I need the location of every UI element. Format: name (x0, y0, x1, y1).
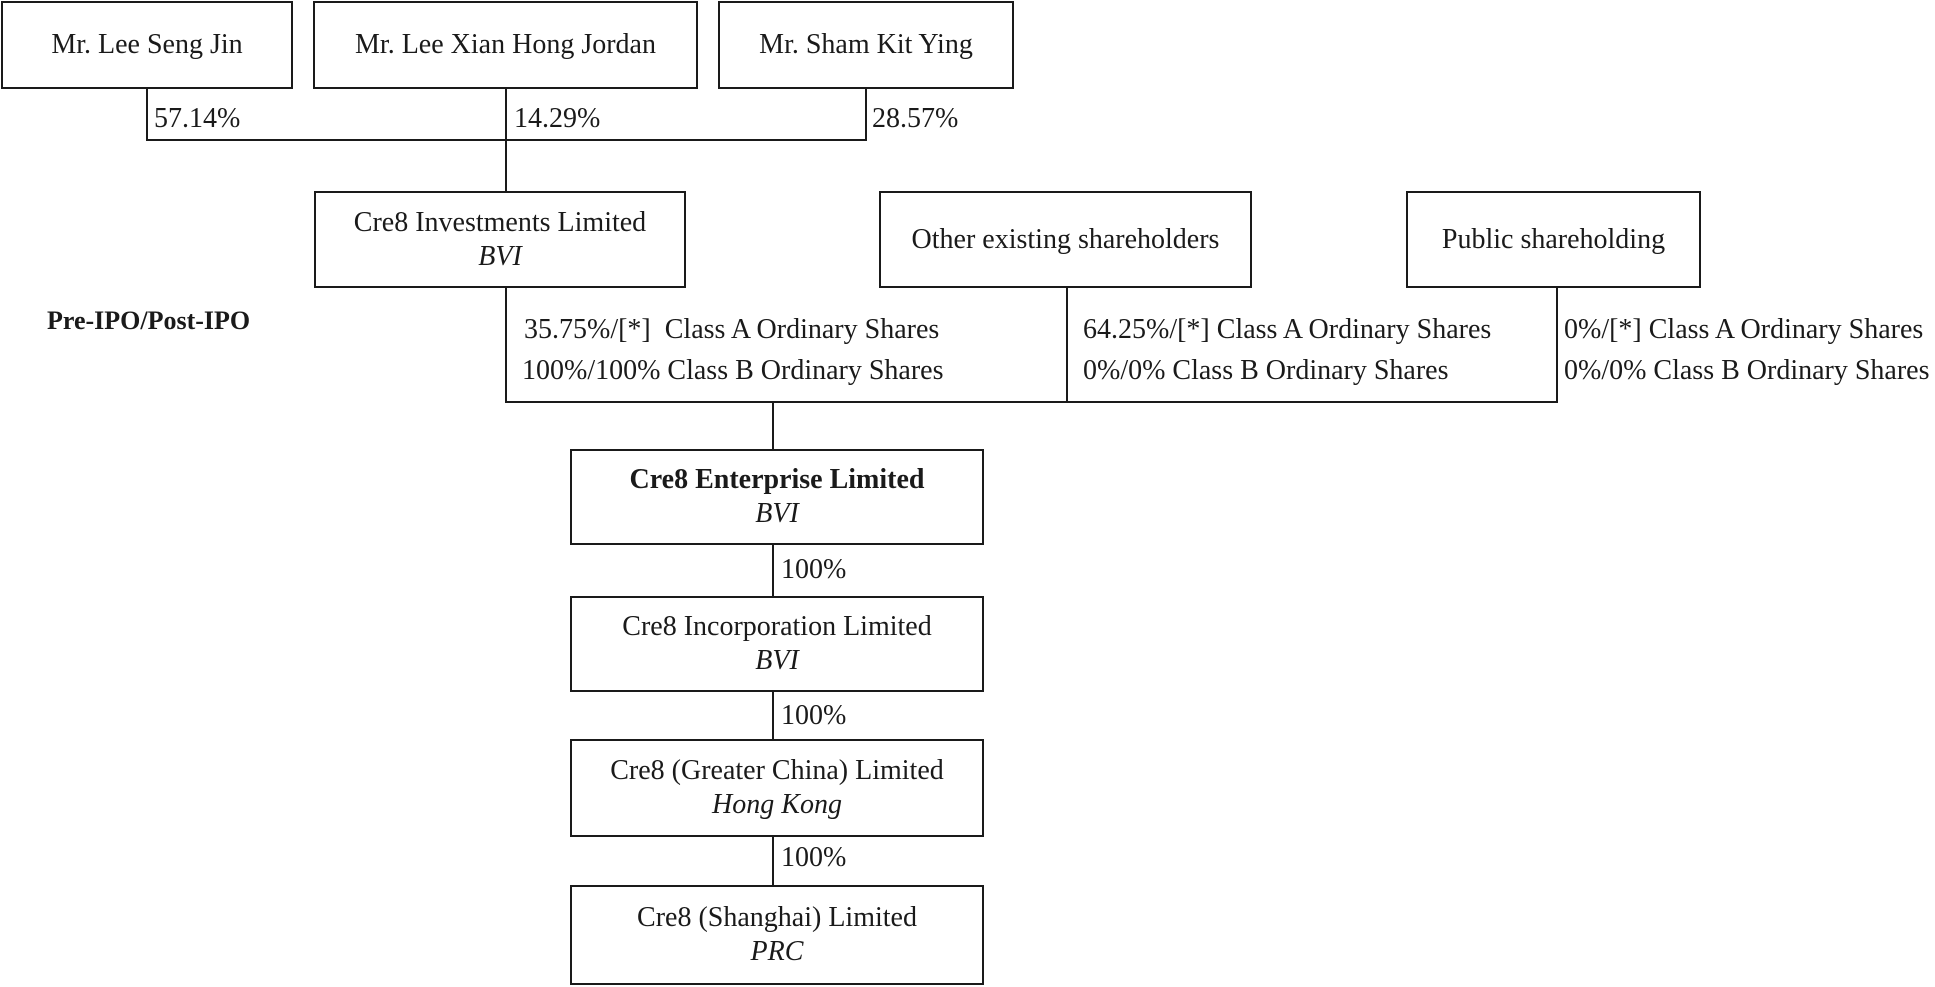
holding-class-b-public: 0%/0% Class B Ordinary Shares (1564, 355, 1930, 386)
entity-name: Cre8 Investments Limited (353, 206, 647, 238)
entity-name: Cre8 (Greater China) Limited (610, 755, 944, 786)
ownership-percent-sham-kit-ying: 28.57% (872, 103, 959, 134)
shareholder-box-lee-xian-hong-jordan: Mr. Lee Xian Hong Jordan (313, 1, 698, 89)
connector-line (865, 88, 867, 141)
shareholder-box-lee-seng-jin: Mr. Lee Seng Jin (1, 1, 293, 89)
connector-line (1556, 287, 1558, 403)
connector-line (1066, 287, 1068, 403)
entity-name: Cre8 Incorporation Limited (622, 611, 932, 642)
period-label: Pre-IPO/Post-IPO (47, 306, 251, 335)
connector-line (772, 836, 774, 886)
connector-line (505, 401, 1558, 403)
shareholder-name: Mr. Lee Seng Jin (51, 29, 243, 60)
entity-box-public-shareholding: Public shareholding (1406, 191, 1701, 288)
connector-line (772, 691, 774, 741)
ownership-percent-lee-seng-jin: 57.14% (154, 103, 241, 134)
holding-class-b-investments: 100%/100% Class B Ordinary Shares (522, 355, 944, 386)
connector-line (772, 401, 774, 451)
ownership-percent-shanghai: 100% (781, 842, 847, 873)
entity-jurisdiction: BVI (755, 645, 799, 676)
ownership-percent-greater-china: 100% (781, 700, 847, 731)
entity-jurisdiction: PRC (750, 936, 804, 967)
entity-jurisdiction: BVI (755, 498, 799, 529)
holding-class-b-other: 0%/0% Class B Ordinary Shares (1083, 355, 1449, 386)
holding-class-a-public: 0%/[*] Class A Ordinary Shares (1564, 314, 1924, 345)
entity-box-cre8-enterprise: Cre8 Enterprise Limited BVI (570, 449, 984, 545)
entity-box-cre8-investments: Cre8 Investments Limited BVI (314, 191, 686, 288)
connector-line (505, 287, 507, 403)
entity-box-cre8-incorporation: Cre8 Incorporation Limited BVI (570, 596, 984, 692)
shareholder-box-sham-kit-ying: Mr. Sham Kit Ying (718, 1, 1014, 89)
entity-box-other-existing-shareholders: Other existing shareholders (879, 191, 1252, 288)
connector-line (146, 88, 148, 141)
holding-class-a-other: 64.25%/[*] Class A Ordinary Shares (1083, 314, 1492, 345)
entity-box-cre8-shanghai: Cre8 (Shanghai) Limited PRC (570, 885, 984, 985)
entity-name: Cre8 Enterprise Limited (629, 464, 925, 495)
entity-name: Cre8 (Shanghai) Limited (637, 902, 917, 933)
holding-class-a-investments: 35.75%/[*] Class A Ordinary Shares (524, 314, 940, 345)
entity-box-cre8-greater-china: Cre8 (Greater China) Limited Hong Kong (570, 739, 984, 837)
ownership-percent-lee-xian-hong-jordan: 14.29% (514, 103, 601, 134)
shareholder-name: Mr. Sham Kit Ying (759, 29, 973, 60)
ownership-percent-incorporation: 100% (781, 554, 847, 585)
connector-line (146, 139, 867, 141)
entity-name: Other existing shareholders (911, 223, 1220, 255)
entity-name: Public shareholding (1441, 223, 1666, 255)
entity-jurisdiction: Hong Kong (712, 789, 842, 820)
connector-line (772, 544, 774, 597)
shareholder-name: Mr. Lee Xian Hong Jordan (355, 29, 656, 60)
entity-jurisdiction: BVI (478, 240, 522, 272)
